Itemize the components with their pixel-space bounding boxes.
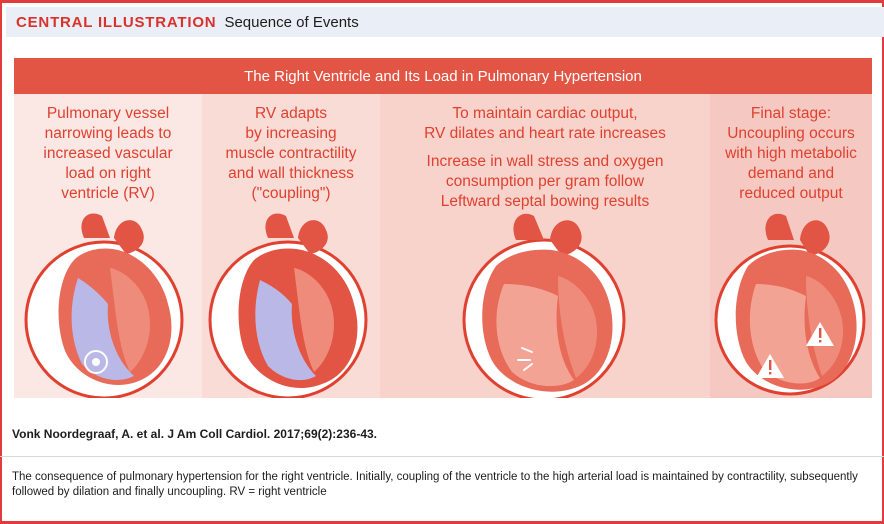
heart-icon	[18, 208, 198, 398]
panel-1: Pulmonary vessel narrowing leads to incr…	[14, 94, 202, 398]
caption: The consequence of pulmonary hypertensio…	[12, 470, 872, 500]
header-bar: CENTRAL ILLUSTRATION Sequence of Events	[6, 7, 884, 37]
heart-icon	[202, 208, 380, 398]
divider	[0, 456, 884, 457]
panel-4-text: Final stage: Uncoupling occurs with high…	[710, 104, 872, 204]
panel-2: RV adapts by increasing muscle contracti…	[202, 94, 380, 398]
top-rule	[0, 0, 884, 3]
panel-3: To maintain cardiac output, RV dilates a…	[380, 94, 710, 398]
panel-2-text: RV adapts by increasing muscle contracti…	[202, 104, 380, 204]
header-subtitle: Sequence of Events	[224, 14, 358, 31]
panel-4: Final stage: Uncoupling occurs with high…	[710, 94, 872, 398]
panel-1-text: Pulmonary vessel narrowing leads to incr…	[14, 104, 202, 204]
header-label: CENTRAL ILLUSTRATION	[16, 14, 216, 31]
panel-3-text-2: Increase in wall stress and oxygen consu…	[380, 152, 710, 212]
left-rule	[0, 0, 2, 524]
citation: Vonk Noordegraaf, A. et al. J Am Coll Ca…	[12, 427, 377, 441]
heart-icon	[454, 208, 634, 398]
banner-title: The Right Ventricle and Its Load in Pulm…	[14, 58, 872, 94]
illustration-area: The Right Ventricle and Its Load in Pulm…	[14, 58, 872, 398]
panel-3-text: To maintain cardiac output, RV dilates a…	[380, 104, 710, 144]
heart-icon	[710, 208, 872, 398]
